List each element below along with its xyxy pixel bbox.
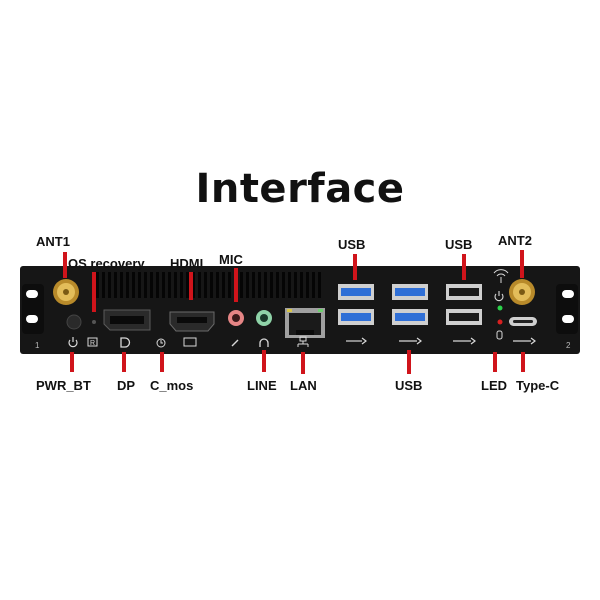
lead-ant1 (63, 252, 67, 278)
usb-silk-icon (346, 337, 367, 345)
usb3-stack-left (338, 284, 374, 325)
lead-led (493, 352, 497, 372)
label-led: LED (481, 378, 507, 393)
panel-mark-1: 1 (35, 341, 40, 350)
label-c-mos: C_mos (150, 378, 194, 393)
lead-c-mos (160, 352, 164, 372)
mic-silk-icon (231, 339, 239, 347)
label-os-recovery: OS recovery (68, 256, 145, 271)
power-led-silk-icon (494, 291, 504, 302)
label-lan: LAN (290, 378, 317, 393)
usb2-stack (446, 284, 482, 325)
panel-mark-2: 2 (566, 341, 571, 350)
usb-ss-silk-icon (399, 337, 422, 345)
lead-ant2 (520, 250, 524, 278)
ant2-connector (509, 279, 535, 305)
lead-usb-top-left (353, 254, 357, 280)
wireless-silk-icon (493, 269, 509, 283)
right-mount-hole-2 (562, 315, 574, 323)
usb-ss-silk-icon-2 (453, 337, 476, 345)
page-title: Interface (195, 166, 405, 212)
label-usb-top-left: USB (338, 237, 366, 252)
led-green (497, 305, 503, 311)
dp-silk-icon (120, 337, 131, 348)
mic-jack (228, 310, 244, 326)
lead-hdmi (189, 272, 193, 300)
hdmi-port (169, 311, 215, 332)
reset-silk-icon (87, 337, 98, 347)
lead-type-c (521, 352, 525, 372)
lead-usb-top-right (462, 254, 466, 280)
left-mount-hole (26, 290, 38, 298)
headphone-silk-icon (259, 338, 269, 347)
power-button (66, 314, 82, 330)
power-silk-icon (68, 337, 78, 348)
lead-dp (122, 352, 126, 372)
label-line: LINE (247, 378, 277, 393)
label-mic: MIC (219, 252, 243, 267)
label-type-c: Type-C (516, 378, 560, 393)
hdd-led-silk-icon (496, 330, 503, 340)
label-hdmi: HDMI (170, 256, 204, 271)
lead-os-recovery (92, 272, 96, 312)
lead-lan (301, 352, 305, 374)
hdmi-silk-icon (183, 337, 197, 347)
clock-silk-icon (156, 338, 166, 348)
lan-port (285, 308, 325, 338)
reset-silk-text: R (90, 340, 95, 347)
label-usb-top-right: USB (445, 237, 473, 252)
left-mount-hole-2 (26, 315, 38, 323)
line-jack (256, 310, 272, 326)
dp-port (103, 309, 151, 331)
vent-grille (96, 272, 321, 298)
label-dp: DP (117, 378, 136, 393)
network-silk-icon (297, 336, 309, 347)
lead-mic (234, 268, 238, 302)
os-recovery-pinhole (92, 320, 96, 324)
lead-line (262, 350, 266, 372)
ant1-connector (53, 279, 79, 305)
label-ant2: ANT2 (498, 233, 532, 248)
usb-ss-silk-icon-3 (513, 337, 536, 345)
lead-pwr-bt (70, 352, 74, 372)
led-red (497, 319, 503, 325)
label-pwr-bt: PWR_BT (36, 378, 91, 393)
usb3-stack-middle (392, 284, 428, 325)
right-mount-hole (562, 290, 574, 298)
label-usb-bottom: USB (395, 378, 423, 393)
lead-usb-bottom (407, 350, 411, 374)
label-ant1: ANT1 (36, 234, 70, 249)
